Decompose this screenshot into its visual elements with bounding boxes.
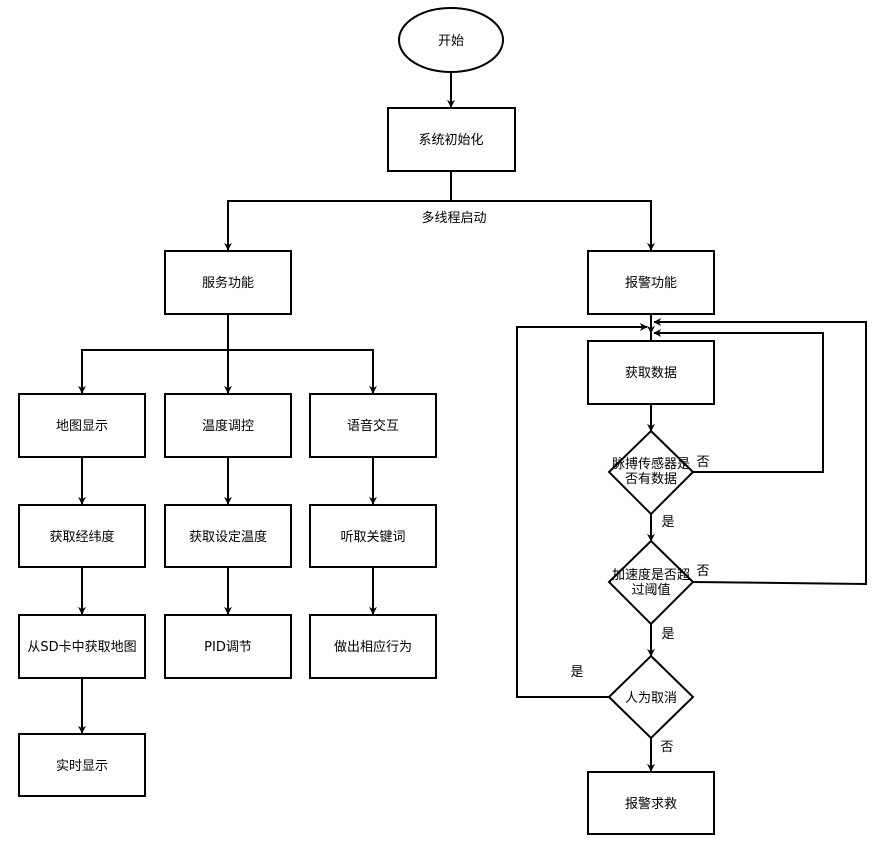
node-get-map-sd-label: 从SD卡中获取地图 [27, 640, 136, 655]
edge-label-multithread-bg [418, 208, 490, 226]
node-get-coords [18, 504, 146, 568]
node-cancel-decision-label: 人为取消 [625, 691, 677, 706]
node-pulse-decision [607, 429, 695, 516]
node-pulse-decision-label-2: 否有数据 [625, 472, 677, 487]
node-listen-keyword-label: 听取关键词 [340, 530, 405, 545]
node-get-coords-label: 获取经纬度 [49, 529, 114, 545]
edge-label-pulse-yes: 是 [661, 515, 674, 530]
edge-cancel-yes-loop [516, 323, 648, 698]
node-get-set-temp-label: 获取设定温度 [189, 529, 267, 545]
edge-init-service [224, 171, 452, 251]
edge-label-cancel-yes: 是 [570, 665, 583, 680]
node-service-label: 服务功能 [202, 275, 254, 291]
edge-service-map [78, 314, 229, 394]
node-accel-decision-label-2: 过阈值 [631, 582, 670, 598]
node-get-set-temp [164, 504, 292, 568]
edge-label-accel-no: 否 [696, 564, 709, 579]
node-voice [309, 393, 437, 458]
edge-label-pulse-no: 否 [696, 455, 709, 470]
node-map-display-label: 地图显示 [56, 419, 108, 434]
node-realtime [18, 733, 146, 797]
node-init-label: 系统初始化 [418, 133, 483, 148]
edge-accel-no-loop [653, 318, 867, 586]
edge-init-alarm [451, 200, 655, 251]
edge-label-cancel-no: 否 [660, 740, 673, 755]
node-accel-decision [607, 539, 695, 626]
edge-label-accel-yes: 是 [661, 627, 674, 642]
node-get-map-sd [18, 614, 146, 679]
node-temp-control [164, 393, 292, 458]
node-init [387, 107, 516, 172]
node-act-label: 做出相应行为 [334, 639, 412, 655]
node-get-data [587, 340, 715, 405]
node-cancel-decision [607, 654, 695, 740]
node-sos-label: 报警求救 [625, 796, 677, 812]
node-pid-label: PID调节 [204, 640, 252, 655]
node-start-label: 开始 [438, 34, 464, 49]
node-temp-control-label: 温度调控 [202, 418, 254, 434]
node-start [398, 7, 504, 73]
node-pulse-decision-label-1: 脉搏传感器是 [612, 456, 690, 472]
node-act [309, 614, 437, 679]
edge-label-multithread: 多线程启动 [421, 210, 486, 226]
node-sos [587, 771, 715, 835]
node-pid [164, 614, 292, 679]
node-realtime-label: 实时显示 [56, 759, 108, 774]
edge-service-voice [228, 349, 377, 394]
node-alarm-label: 报警功能 [625, 275, 677, 291]
node-accel-decision-label-1: 加速度是否超 [612, 567, 690, 583]
node-get-data-label: 获取数据 [625, 366, 677, 381]
node-service [164, 250, 292, 315]
node-alarm [587, 250, 715, 315]
edge-pulse-no-loop [653, 329, 824, 473]
node-listen-keyword [309, 504, 437, 568]
node-voice-label: 语音交互 [347, 418, 399, 434]
node-map-display [18, 393, 146, 458]
